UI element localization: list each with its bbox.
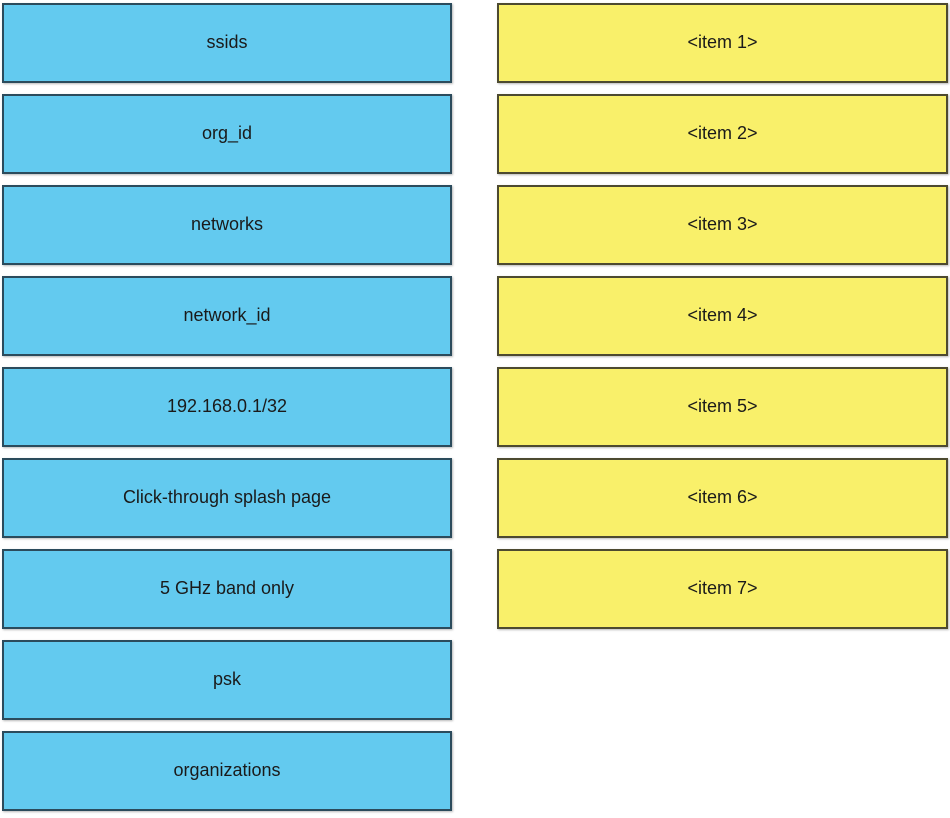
drag-item-label: networks <box>190 214 264 235</box>
drop-target-label: <item 7> <box>687 578 758 599</box>
drop-target[interactable]: <item 5> <box>497 367 948 447</box>
drop-target[interactable]: <item 7> <box>497 549 948 629</box>
drop-target-label: <item 1> <box>687 32 758 53</box>
drag-item[interactable]: psk <box>2 640 452 720</box>
drag-item[interactable]: network_id <box>2 276 452 356</box>
drop-target-label: <item 5> <box>687 396 758 417</box>
drag-item[interactable]: Click-through splash page <box>2 458 452 538</box>
drag-item[interactable]: organizations <box>2 731 452 811</box>
drag-item-label: ssids <box>206 32 248 53</box>
drop-target[interactable]: <item 6> <box>497 458 948 538</box>
drag-item-label: org_id <box>201 123 253 144</box>
drag-item-label: psk <box>212 669 241 690</box>
drag-item[interactable]: ssids <box>2 3 452 83</box>
drop-target[interactable]: <item 3> <box>497 185 948 265</box>
target-column: <item 1> <item 2> <item 3> <item 4> <ite… <box>497 3 948 629</box>
drop-target-label: <item 6> <box>687 487 758 508</box>
drag-item[interactable]: 5 GHz band only <box>2 549 452 629</box>
drop-target[interactable]: <item 2> <box>497 94 948 174</box>
drop-target-label: <item 2> <box>687 123 758 144</box>
drag-item[interactable]: networks <box>2 185 452 265</box>
drop-target-label: <item 3> <box>687 214 758 235</box>
drop-target-label: <item 4> <box>687 305 758 326</box>
drag-item-label: 5 GHz band only <box>159 578 295 599</box>
drop-target[interactable]: <item 4> <box>497 276 948 356</box>
drag-item-label: organizations <box>173 760 281 781</box>
drag-item-label: 192.168.0.1/32 <box>166 396 288 417</box>
drag-item[interactable]: org_id <box>2 94 452 174</box>
drag-item[interactable]: 192.168.0.1/32 <box>2 367 452 447</box>
source-column: ssids org_id networks network_id 192.168… <box>2 3 452 811</box>
drag-item-label: network_id <box>183 305 271 326</box>
drag-item-label: Click-through splash page <box>122 487 332 508</box>
drop-target[interactable]: <item 1> <box>497 3 948 83</box>
